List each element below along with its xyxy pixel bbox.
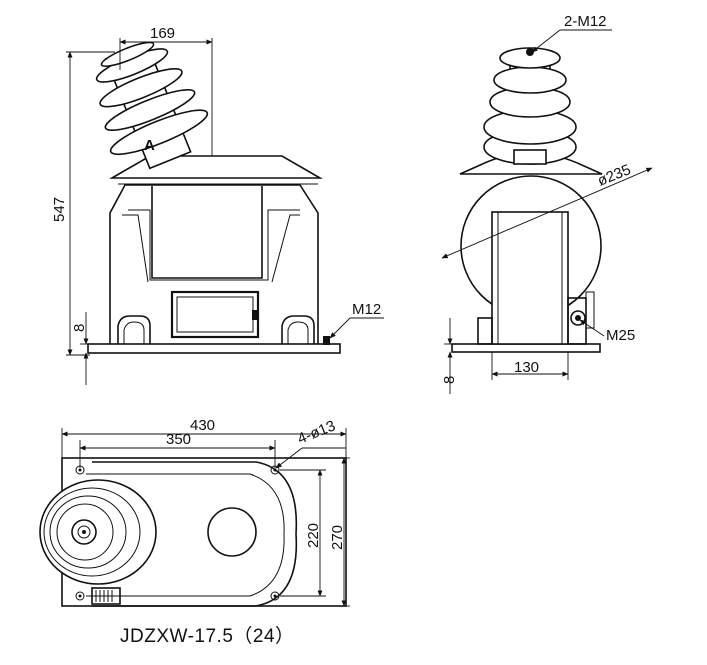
top-round-port: [207, 507, 257, 557]
dim-350: 350: [166, 431, 191, 448]
dim-8-left: 8: [71, 324, 88, 332]
dim-270: 270: [329, 525, 346, 550]
front-cap: [109, 155, 323, 179]
front-insulator: [95, 41, 209, 170]
dim-phi235: ø235: [595, 161, 633, 190]
front-body-outline: [109, 184, 319, 344]
front-core-window: [151, 186, 263, 279]
terminal-block: [91, 587, 121, 605]
label-2-m12: 2-M12: [564, 13, 607, 30]
top-view: 430 350 4-ø13 220 270: [39, 417, 350, 607]
front-view: A 169 547 8 M12: [51, 25, 384, 385]
dim-8-right: 8: [441, 376, 458, 384]
dim-430: 430: [190, 417, 215, 434]
side-insulator: [483, 47, 577, 165]
dim-130: 130: [514, 359, 539, 376]
nameplate: [170, 290, 260, 339]
dim-547: 547: [51, 197, 68, 222]
model-caption: JDZXW-17.5（24）: [120, 625, 295, 647]
side-base-plate: [451, 343, 601, 353]
dim-169: 169: [150, 25, 175, 42]
dim-220: 220: [305, 523, 322, 548]
top-insulator: [39, 479, 157, 585]
front-base-plate: [87, 343, 341, 354]
label-m25: M25: [606, 327, 635, 344]
side-view: 2-M12 ø235 M25 130 8: [441, 13, 653, 394]
label-m12-side: M12: [352, 301, 381, 318]
label-4-phi13: 4-ø13: [295, 417, 338, 447]
insulator-mark-a: A: [144, 137, 155, 154]
